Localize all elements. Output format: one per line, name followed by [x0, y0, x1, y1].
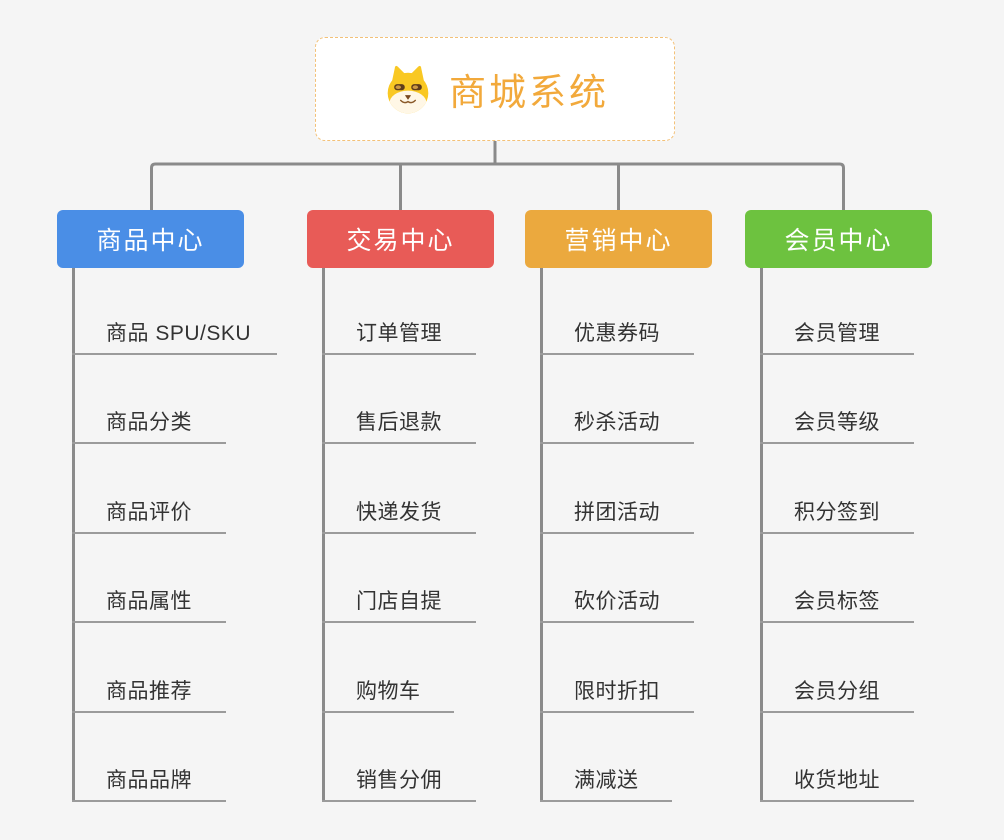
leaf-label: 会员标签 [794, 590, 880, 613]
leaf-node[interactable]: 快递发货 [322, 486, 476, 534]
leaf-label: 商品属性 [106, 590, 192, 613]
leaf-node[interactable]: 满减送 [540, 754, 672, 802]
leaf-node[interactable]: 门店自提 [322, 575, 476, 623]
leaf-label: 秒杀活动 [574, 411, 660, 434]
root-title: 商城系统 [449, 72, 609, 113]
branch-label: 交易中心 [346, 227, 455, 255]
leaf-label: 限时折扣 [574, 680, 660, 703]
leaf-label: 商品品牌 [106, 769, 192, 792]
leaf-label: 优惠券码 [574, 322, 660, 345]
leaf-label: 满减送 [574, 769, 639, 792]
branch-bus-line [150, 162, 845, 210]
leaf-label: 商品评价 [106, 501, 192, 524]
root-node[interactable]: 商城系统 [315, 37, 675, 141]
leaf-node[interactable]: 积分签到 [760, 486, 914, 534]
leaf-label: 积分签到 [794, 501, 880, 524]
leaf-node[interactable]: 商品推荐 [72, 665, 226, 713]
leaf-node[interactable]: 会员等级 [760, 396, 914, 444]
leaf-node[interactable]: 商品 SPU/SKU [72, 307, 277, 355]
leaf-node[interactable]: 会员标签 [760, 575, 914, 623]
leaf-node[interactable]: 限时折扣 [540, 665, 694, 713]
branch-children-marketing-center: 优惠券码 秒杀活动 拼团活动 砍价活动 限时折扣 满减送 [540, 268, 758, 802]
branch-children-product-center: 商品 SPU/SKU 商品分类 商品评价 商品属性 商品推荐 商品品牌 [72, 268, 290, 802]
leaf-node[interactable]: 订单管理 [322, 307, 476, 355]
leaf-node[interactable]: 秒杀活动 [540, 396, 694, 444]
branch-label: 会员中心 [784, 227, 893, 255]
leaf-label: 售后退款 [356, 411, 442, 434]
leaf-label: 门店自提 [356, 590, 442, 613]
branch-node-member-center[interactable]: 会员中心 [745, 210, 932, 268]
leaf-node[interactable]: 商品品牌 [72, 754, 226, 802]
leaf-node[interactable]: 砍价活动 [540, 575, 694, 623]
leaf-node[interactable]: 售后退款 [322, 396, 476, 444]
leaf-node[interactable]: 优惠券码 [540, 307, 694, 355]
leaf-label: 拼团活动 [574, 501, 660, 524]
branch-label: 营销中心 [564, 227, 673, 255]
leaf-label: 收货地址 [794, 769, 880, 792]
branch-node-marketing-center[interactable]: 营销中心 [525, 210, 712, 268]
leaf-label: 商品分类 [106, 411, 192, 434]
branch-children-trade-center: 订单管理 售后退款 快递发货 门店自提 购物车 销售分佣 [322, 268, 540, 802]
leaf-label: 商品推荐 [106, 680, 192, 703]
leaf-label: 会员管理 [794, 322, 880, 345]
leaf-node[interactable]: 销售分佣 [322, 754, 476, 802]
leaf-node[interactable]: 购物车 [322, 665, 454, 713]
leaf-node[interactable]: 收货地址 [760, 754, 914, 802]
leaf-node[interactable]: 商品属性 [72, 575, 226, 623]
leaf-node[interactable]: 拼团活动 [540, 486, 694, 534]
leaf-node[interactable]: 会员管理 [760, 307, 914, 355]
leaf-node[interactable]: 商品评价 [72, 486, 226, 534]
branch-label: 商品中心 [96, 227, 205, 255]
leaf-node[interactable]: 商品分类 [72, 396, 226, 444]
leaf-label: 快递发货 [356, 501, 442, 524]
leaf-label: 商品 SPU/SKU [106, 322, 252, 345]
branch-node-trade-center[interactable]: 交易中心 [307, 210, 494, 268]
leaf-label: 砍价活动 [574, 590, 660, 613]
shiba-dog-icon [387, 65, 429, 114]
branch-node-product-center[interactable]: 商品中心 [57, 210, 244, 268]
leaf-label: 会员分组 [794, 680, 880, 703]
branch-children-member-center: 会员管理 会员等级 积分签到 会员标签 会员分组 收货地址 [760, 268, 978, 802]
leaf-label: 购物车 [356, 680, 421, 703]
leaf-node[interactable]: 会员分组 [760, 665, 914, 713]
leaf-label: 销售分佣 [356, 769, 442, 792]
leaf-label: 订单管理 [356, 322, 442, 345]
leaf-label: 会员等级 [794, 411, 880, 434]
